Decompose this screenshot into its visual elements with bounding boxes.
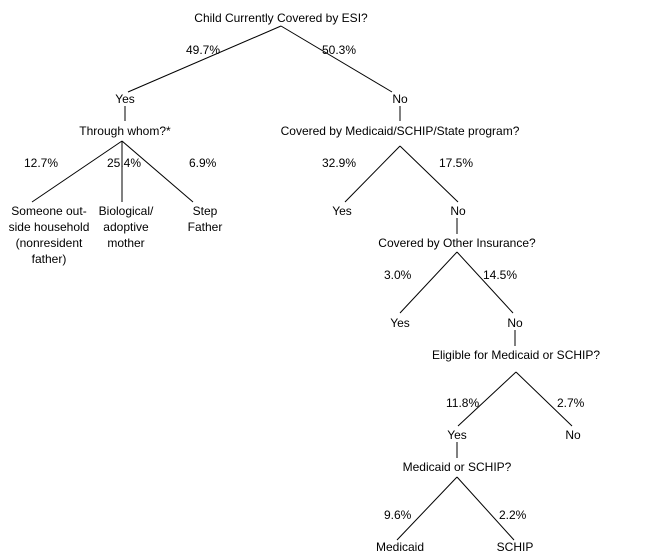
medicaid-question: Covered by Medicaid/SCHIP/State program? — [280, 124, 520, 138]
esi-no-label: No — [392, 92, 408, 106]
medicaid-percent: 9.6% — [384, 508, 412, 522]
eligibility-question: Eligible for Medicaid or SCHIP? — [431, 348, 601, 362]
leaf-step-father: Step Father — [187, 204, 223, 234]
esi-yes-label: Yes — [115, 92, 135, 106]
other-yes-label: Yes — [390, 316, 410, 330]
edge-stepfather — [121, 140, 194, 203]
medicaid-yes-label: Yes — [332, 204, 352, 218]
eligible-no-label: No — [565, 428, 581, 442]
nonresident-percent: 12.7% — [24, 156, 59, 170]
other-insurance-question: Covered by Other Insurance? — [378, 236, 536, 250]
edge-schip — [456, 476, 515, 541]
edge-medicaid — [396, 476, 458, 541]
root-question: Child Currently Covered by ESI? — [194, 11, 368, 25]
eligible-yes-label: Yes — [447, 428, 467, 442]
root-no-percent: 50.3% — [322, 43, 357, 57]
edge-medicaid-yes — [344, 145, 401, 203]
medicaid-no-percent: 17.5% — [439, 156, 474, 170]
eligible-no-percent: 2.7% — [557, 396, 585, 410]
leaf-medicaid: Medicaid — [375, 540, 425, 554]
leaf-biological-mother: Biological/ adoptive mother — [98, 204, 154, 250]
mother-percent: 25.4% — [107, 156, 142, 170]
root-yes-percent: 49.7% — [186, 43, 221, 57]
edge-eligible-yes — [457, 371, 517, 427]
program-question: Medicaid or SCHIP? — [402, 460, 512, 474]
other-yes-percent: 3.0% — [384, 268, 412, 282]
schip-percent: 2.2% — [499, 508, 527, 522]
edge-nonresident — [31, 140, 123, 203]
leaf-schip: SCHIP — [496, 540, 534, 554]
edge-root-yes — [127, 25, 282, 93]
medicaid-no-label: No — [450, 204, 466, 218]
edge-other-no — [456, 251, 514, 314]
edge-eligible-no — [515, 371, 573, 427]
through-whom-question: Through whom?* — [79, 124, 171, 138]
leaf-nonresident-father: Someone out- side household (nonresident… — [8, 204, 90, 266]
other-no-label: No — [507, 316, 523, 330]
eligible-yes-percent: 11.8% — [446, 396, 480, 410]
other-no-percent: 14.5% — [483, 268, 518, 282]
edge-medicaid-no — [399, 145, 459, 203]
medicaid-yes-percent: 32.9% — [322, 156, 357, 170]
edge-other-yes — [399, 251, 458, 314]
stepfather-percent: 6.9% — [189, 156, 217, 170]
edge-root-no — [280, 25, 393, 93]
